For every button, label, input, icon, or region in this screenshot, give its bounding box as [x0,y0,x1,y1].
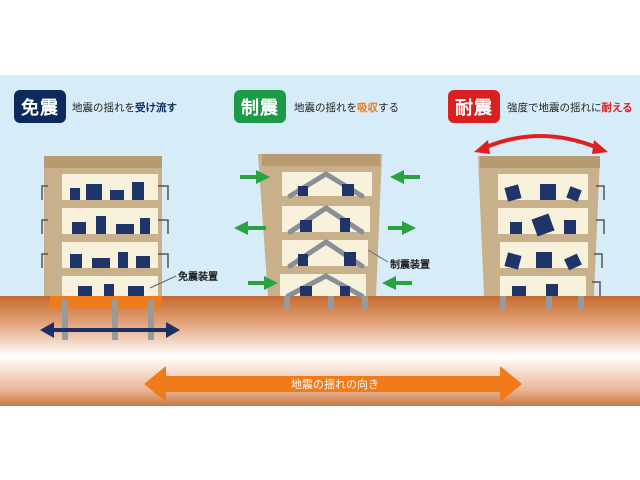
label-damping-device: 制震装置 [390,260,430,271]
caption-resistant-highlight: 耐える [601,102,633,114]
damping-force-arrows [234,170,420,290]
caption-isolation-prefix: 地震の揺れを [72,102,135,114]
caption-isolation-highlight: 受け流す [135,102,177,114]
badge-isolation: 免震 [14,90,66,123]
label-isolation-device: 免震装置 [178,272,218,283]
caption-resistant-prefix: 強度で地震の揺れに [507,102,602,114]
caption-damping-highlight: 吸収 [357,102,378,114]
isolation-sway-arrow [40,322,180,338]
caption-damping: 地震の揺れを吸収する [294,100,399,115]
direction-arrow [144,366,522,402]
badge-damping: 制震 [234,90,286,123]
resistant-sway-arrow [474,134,608,154]
badge-resistant: 耐震 [448,90,500,123]
caption-damping-prefix: 地震の揺れを [294,102,357,114]
building-damping [258,154,389,310]
caption-resistant: 強度で地震の揺れに耐える [507,100,633,115]
building-base-isolation [41,156,177,340]
caption-damping-suffix: する [378,102,399,114]
caption-isolation: 地震の揺れを受け流す [72,100,177,115]
building-resistant [478,156,605,310]
direction-label: 地震の揺れの向き [291,378,379,391]
